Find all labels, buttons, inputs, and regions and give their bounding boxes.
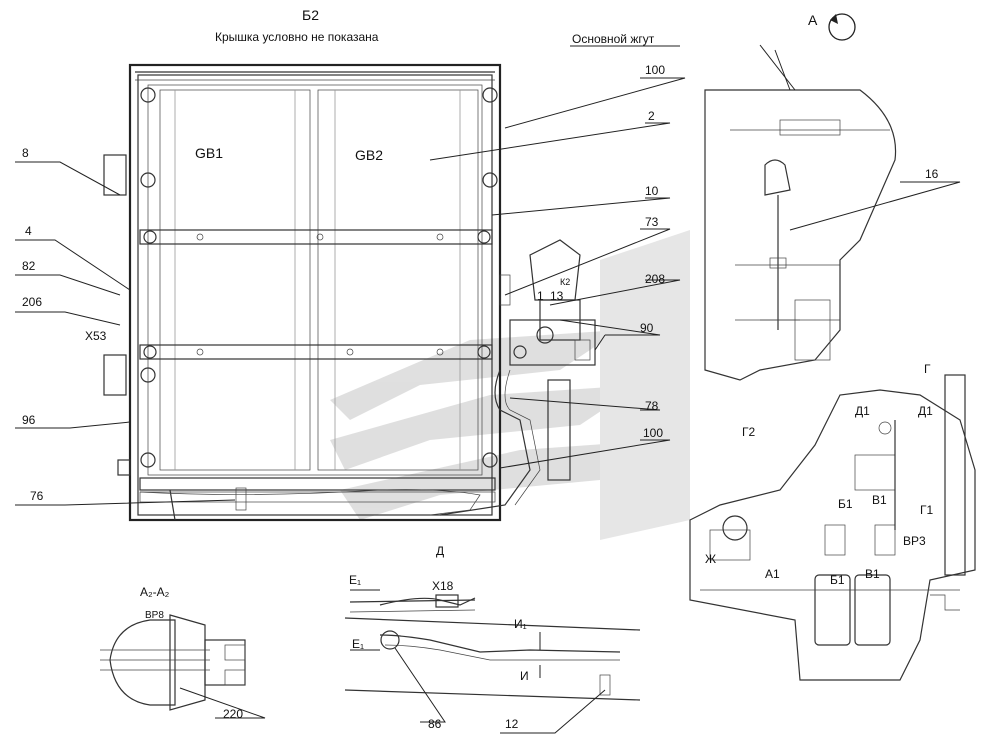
callout-78: 78 <box>645 399 659 413</box>
callout-10: 10 <box>645 184 659 198</box>
view-label-zh: Ж <box>705 552 716 566</box>
callout-16: 16 <box>925 167 939 181</box>
relay-k2-label: К2 <box>560 277 570 287</box>
callout-4: 4 <box>25 224 32 238</box>
battery-gb1-label: GB1 <box>195 145 223 161</box>
callout-8: 8 <box>22 146 29 160</box>
rotation-arrow-icon <box>828 13 856 41</box>
bottom-cable <box>139 489 481 516</box>
callout-206: 206 <box>22 295 42 309</box>
section-d-title: Д <box>436 544 444 558</box>
view-label-g: Г <box>924 362 931 376</box>
cross-strap-lower <box>139 344 493 360</box>
view-label-b2: Б2 <box>302 7 319 23</box>
watermark-logo <box>330 230 690 540</box>
callout-208: 208 <box>645 272 665 286</box>
connector-bp8: ВР8 <box>145 610 164 621</box>
section-d-drawing <box>344 594 641 701</box>
leader-lines <box>15 45 961 734</box>
view-label-v1-bottom: В1 <box>865 567 880 581</box>
cable-clip <box>235 487 247 511</box>
callout-100-bottom: 100 <box>643 426 663 440</box>
view-label-g1: Г1 <box>920 503 933 517</box>
connector-x53: X53 <box>85 329 107 343</box>
callout-86: 86 <box>428 717 442 731</box>
view-label-d1-left: Д1 <box>855 404 870 418</box>
view-label-a1: А1 <box>765 567 780 581</box>
section-i1: И₁ <box>514 617 527 631</box>
main-harness-label: Основной жгут <box>572 32 655 46</box>
view-label-d1-right: Д1 <box>918 404 933 418</box>
callout-96: 96 <box>22 413 36 427</box>
terminal-13-label: 13 <box>550 289 564 303</box>
cross-strap-upper <box>139 229 493 245</box>
section-a2-title: А₂-А₂ <box>140 585 170 599</box>
view-label-b1-bottom: Б1 <box>830 573 845 587</box>
callout-100-top: 100 <box>645 63 665 77</box>
battery-box <box>103 63 502 522</box>
view-engine-bay <box>689 374 976 681</box>
callout-76: 76 <box>30 489 44 503</box>
terminal-1-label: 1 <box>537 289 544 303</box>
view-a-cab <box>704 44 897 381</box>
callout-82: 82 <box>22 259 36 273</box>
callout-2: 2 <box>648 109 655 123</box>
callout-90: 90 <box>640 321 654 335</box>
battery-gb2-label: GB2 <box>355 147 383 163</box>
callout-12: 12 <box>505 717 519 731</box>
section-a2-drawing <box>100 614 246 711</box>
view-label-a: А <box>808 12 818 28</box>
cover-note: Крышка условно не показана <box>215 30 379 44</box>
callout-220: 220 <box>223 707 243 721</box>
connector-x18: X18 <box>432 579 454 593</box>
section-i: И <box>520 669 529 683</box>
callout-73: 73 <box>645 215 659 229</box>
connector-bp3: ВР3 <box>903 534 926 548</box>
view-label-v1-top: В1 <box>872 493 887 507</box>
view-label-b1-top: Б1 <box>838 497 853 511</box>
section-e1-bottom: Е₁ <box>352 637 364 651</box>
view-label-g2: Г2 <box>742 425 755 439</box>
switch-assembly <box>439 239 596 516</box>
section-e1-top: Е₁ <box>349 573 361 587</box>
